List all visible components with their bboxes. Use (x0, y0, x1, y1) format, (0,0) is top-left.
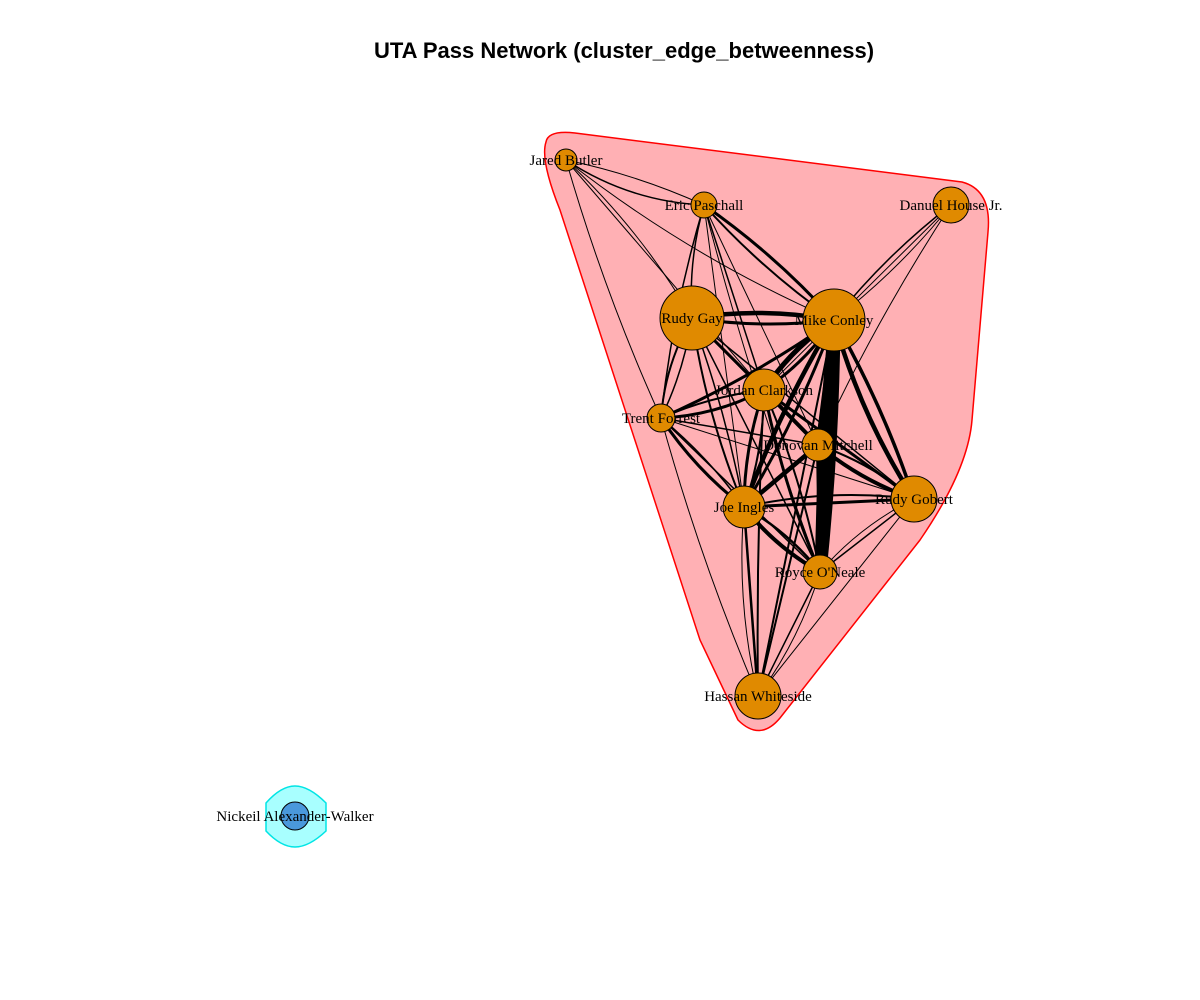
node-royce-oneale: Royce O'Neale (775, 554, 866, 590)
node-hassan-whiteside: Hassan Whiteside (704, 672, 812, 720)
edge-rudy-gobert-hassan-whiteside (757, 498, 915, 697)
node-label: Trent Forrest (622, 411, 701, 427)
edge-jared-butler-jordan-clarkson (565, 159, 765, 391)
node-eric-paschall: Eric Paschall (665, 191, 744, 219)
edge-jared-butler-trent-forrest (565, 159, 662, 419)
edge-trent-forrest-hassan-whiteside (660, 417, 759, 697)
node-circle (932, 186, 970, 224)
edge-jordan-clarkson-royce-oneale (762, 388, 822, 574)
edge-donovan-mitchell-hassan-whiteside (757, 444, 819, 697)
node-label: Rudy Gobert (875, 492, 954, 508)
node-circle (734, 672, 782, 720)
node-circle (742, 368, 786, 412)
cluster-hulls (265, 131, 990, 848)
node-label: Mike Conley (795, 313, 874, 329)
edge-trent-forrest-donovan-mitchell (660, 417, 819, 446)
node-trent-forrest: Trent Forrest (622, 403, 701, 433)
node-label: Eric Paschall (665, 198, 744, 214)
edge-jared-butler-eric-paschall (565, 159, 705, 206)
node-jordan-clarkson: Jordan Clarkson (715, 368, 813, 412)
node-circle (722, 485, 766, 529)
node-label: Donovan Mitchell (763, 438, 873, 454)
node-label: Royce O'Neale (775, 565, 866, 581)
node-danuel-house-jr: Danuel House Jr. (900, 186, 1003, 224)
node-circle (690, 191, 718, 219)
edge-jordan-clarkson-hassan-whiteside (756, 389, 765, 697)
node-rudy-gobert: Rudy Gobert (875, 475, 954, 523)
edge-jared-butler-eric-paschall (565, 159, 705, 206)
node-label: Danuel House Jr. (900, 198, 1003, 214)
node-jared-butler: Jared Butler (530, 148, 603, 172)
node-nickeil-alexander-walker: Nickeil Alexander-Walker (216, 801, 374, 831)
edge-danuel-house-jr-jordan-clarkson (763, 204, 952, 391)
node-label: Rudy Gay (661, 311, 723, 327)
node-circle (280, 801, 310, 831)
node-circle (659, 285, 725, 351)
node-circle (890, 475, 938, 523)
node-circle (801, 428, 835, 462)
node-label: Joe Ingles (714, 500, 775, 516)
edge-rudy-gay-royce-oneale (691, 317, 821, 573)
node-label: Jordan Clarkson (715, 383, 813, 399)
node-circle (802, 288, 866, 352)
edge-jordan-clarkson-royce-oneale (763, 389, 821, 573)
node-circle (646, 403, 676, 433)
edge-trent-forrest-rudy-gobert (660, 417, 915, 500)
chart-title: UTA Pass Network (cluster_edge_betweenne… (374, 38, 874, 63)
edge-rudy-gay-rudy-gobert (691, 317, 915, 500)
edge-eric-paschall-joe-ingles (703, 204, 745, 508)
node-joe-ingles: Joe Ingles (714, 485, 775, 529)
node-circle (802, 554, 838, 590)
edge-donovan-mitchell-royce-oneale (816, 443, 822, 574)
node-label: Hassan Whiteside (704, 689, 812, 705)
node-circle (554, 148, 578, 172)
node-label: Jared Butler (530, 153, 603, 169)
node-label: Nickeil Alexander-Walker (216, 809, 373, 825)
node-rudy-gay: Rudy Gay (659, 285, 725, 351)
cluster-1-hull (543, 131, 990, 732)
node-donovan-mitchell: Donovan Mitchell (763, 428, 873, 462)
node-mike-conley: Mike Conley (795, 288, 874, 352)
